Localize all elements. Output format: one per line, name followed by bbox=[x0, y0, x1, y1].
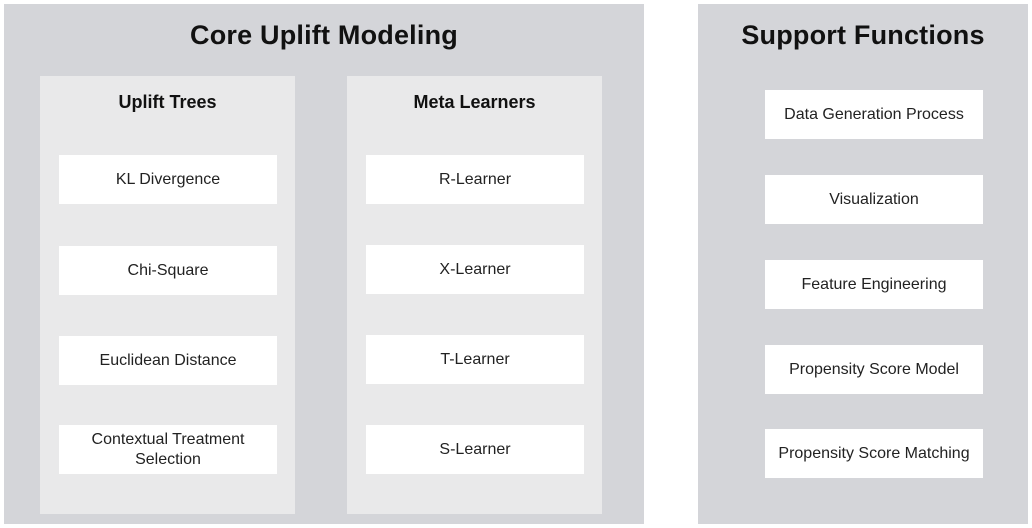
meta-learner-item: R-Learner bbox=[366, 155, 584, 204]
support-function-item: Feature Engineering bbox=[765, 260, 983, 309]
uplift-tree-item: Contextual Treatment Selection bbox=[59, 425, 277, 474]
support-panel-title: Support Functions bbox=[741, 20, 985, 50]
uplift-trees-group: Uplift Trees KL Divergence Chi-Square Eu… bbox=[40, 76, 295, 514]
meta-learner-item: T-Learner bbox=[366, 335, 584, 384]
meta-learner-item: X-Learner bbox=[366, 245, 584, 294]
uplift-tree-item: KL Divergence bbox=[59, 155, 277, 204]
support-function-item: Visualization bbox=[765, 175, 983, 224]
support-functions-panel: Support Functions Data Generation Proces… bbox=[698, 4, 1028, 524]
support-function-item: Propensity Score Model bbox=[765, 345, 983, 394]
support-function-item: Data Generation Process bbox=[765, 90, 983, 139]
uplift-tree-item: Chi-Square bbox=[59, 246, 277, 295]
meta-learners-title: Meta Learners bbox=[413, 92, 536, 112]
core-panel-title: Core Uplift Modeling bbox=[190, 20, 458, 50]
meta-learner-item: S-Learner bbox=[366, 425, 584, 474]
meta-learners-group: Meta Learners R-Learner X-Learner T-Lear… bbox=[347, 76, 602, 514]
uplift-trees-title: Uplift Trees bbox=[118, 92, 217, 112]
support-function-item: Propensity Score Matching bbox=[765, 429, 983, 478]
core-uplift-modeling-panel: Core Uplift Modeling Uplift Trees KL Div… bbox=[4, 4, 644, 524]
uplift-tree-item: Euclidean Distance bbox=[59, 336, 277, 385]
